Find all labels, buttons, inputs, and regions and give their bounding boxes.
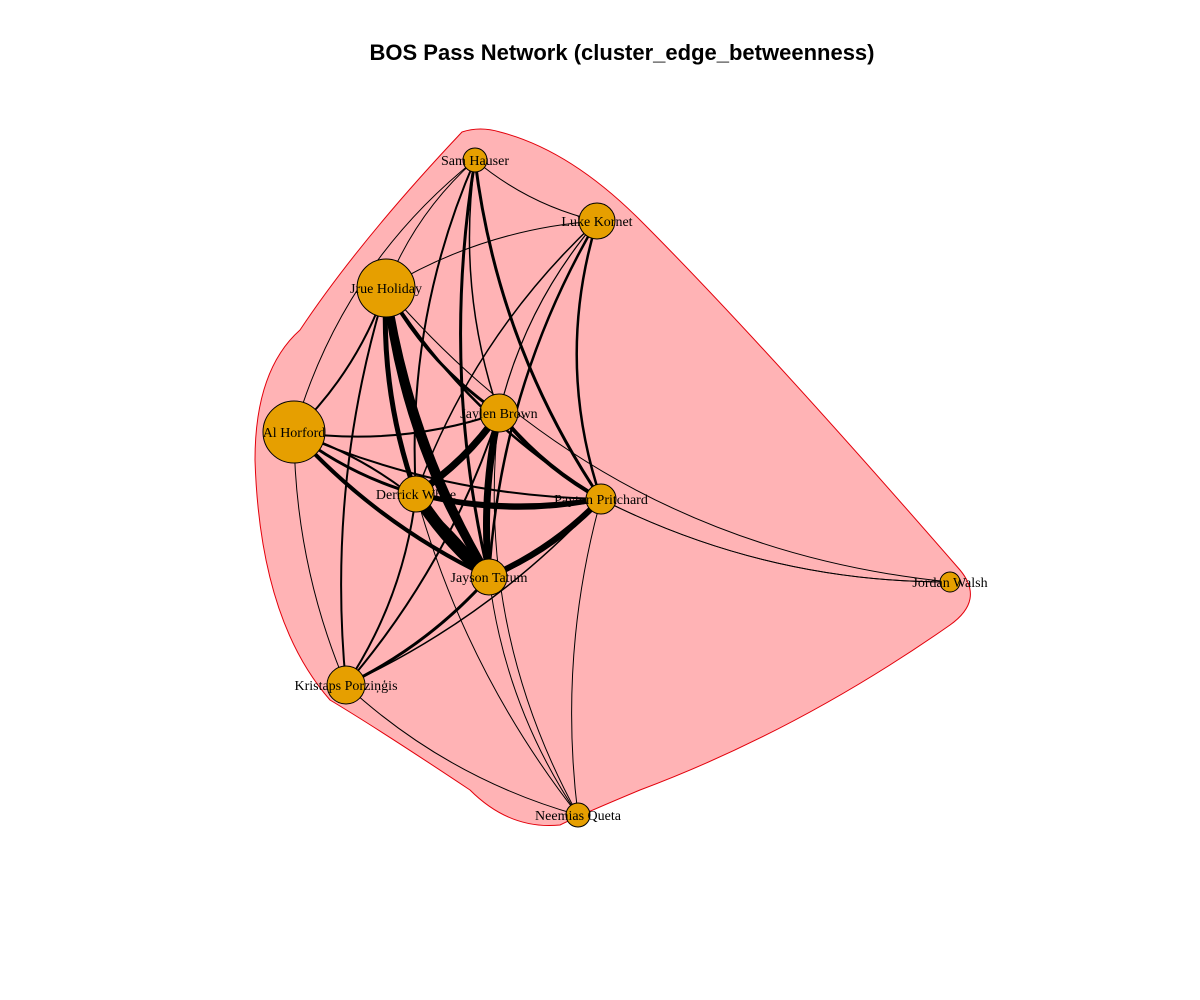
node-label: Payton Pritchard	[554, 493, 648, 508]
node-label: Luke Kornet	[561, 215, 632, 230]
edge-luke-jayson	[487, 219, 599, 579]
node-label: Kristaps Porziņģis	[294, 678, 397, 694]
node-circle	[397, 475, 435, 513]
node-circle	[262, 400, 326, 464]
node-circle	[565, 802, 591, 828]
node-payton: Payton Pritchard	[554, 483, 648, 515]
node-label: Sam Hauser	[441, 154, 509, 169]
edge-sam-jaylen	[468, 159, 500, 414]
edge-kristaps-derrick	[345, 493, 417, 686]
node-circle	[939, 571, 961, 593]
node-al: Al Horford	[262, 400, 326, 464]
node-jayson: Jayson Tatum	[451, 558, 528, 596]
node-circle	[479, 393, 519, 433]
edge-jordan-payton	[600, 498, 951, 583]
node-neemias: Neemias Queta	[535, 802, 622, 828]
node-kristaps: Kristaps Porziņģis	[294, 665, 398, 705]
edge-derrick-neemias	[415, 493, 579, 816]
edge-payton-derrick	[414, 492, 603, 510]
edge-jrue-jordan	[385, 287, 951, 583]
edge-kristaps-payton	[345, 498, 602, 686]
edge-jaylen-neemias	[493, 412, 579, 816]
node-circle	[578, 202, 616, 240]
node-label: Jrue Holiday	[350, 282, 422, 297]
node-jordan: Jordan Walsh	[912, 571, 988, 593]
node-circle	[326, 665, 366, 705]
node-sam: Sam Hauser	[441, 147, 509, 173]
edge-payton-neemias	[571, 498, 602, 816]
edge-kristaps-neemias	[345, 684, 579, 816]
node-circle	[356, 258, 416, 318]
node-circle	[470, 558, 508, 596]
edge-luke-jaylen	[498, 220, 598, 414]
node-label: Jordan Walsh	[912, 576, 987, 591]
node-label: Al Horford	[263, 426, 326, 441]
node-jaylen: Jaylen Brown	[460, 393, 538, 433]
edge-sam-jayson	[459, 158, 491, 579]
edge-sam-derrick	[413, 159, 476, 495]
edge-jrue-kristaps	[340, 287, 387, 686]
edge-sam-payton	[473, 158, 603, 501]
edge-al-kristaps	[293, 431, 347, 686]
edge-jayson-neemias	[488, 576, 579, 816]
node-circle	[462, 147, 488, 173]
node-label: Jayson Tatum	[451, 571, 528, 586]
edge-luke-derrick	[415, 220, 598, 495]
node-label: Derrick White	[376, 488, 456, 503]
node-luke: Luke Kornet	[561, 202, 633, 240]
plot-title: BOS Pass Network (cluster_edge_betweenne…	[370, 40, 875, 65]
node-label: Neemias Queta	[535, 809, 622, 824]
node-circle	[585, 483, 617, 515]
edge-jayson-jrue	[382, 284, 493, 581]
node-label: Jaylen Brown	[460, 407, 537, 422]
node-derrick: Derrick White	[376, 475, 456, 513]
node-jrue: Jrue Holiday	[350, 258, 422, 318]
